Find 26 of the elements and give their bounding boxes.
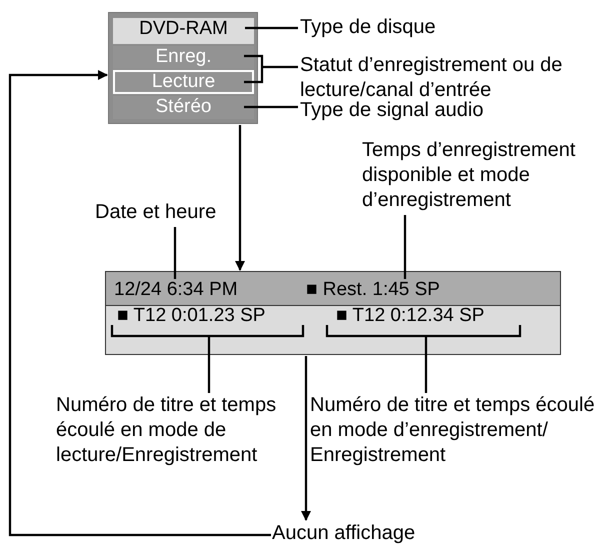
callout-label: Date et heure	[95, 200, 265, 225]
display-row: Stéréo	[113, 96, 254, 119]
display-row: Enreg.	[113, 46, 254, 69]
bracket-leader-line	[326, 324, 522, 394]
bracket-leader-line	[242, 54, 300, 84]
arrow	[8, 70, 271, 536]
arrow	[235, 125, 245, 271]
arrow	[301, 356, 311, 521]
display-text: ■ Rest. 1:45 SP	[306, 280, 506, 300]
display-panel	[105, 271, 561, 355]
display-text: ■ T12 0:01.23 SP	[117, 306, 307, 326]
callout-label: Aucun affichage	[272, 521, 442, 546]
callout-label: Type de disque	[300, 15, 520, 40]
callout-label: Temps d’enregistrement disponible et mode d’enregistrement	[362, 138, 598, 213]
callout-label: Numéro de titre et temps écoulé en mode d’enregistrement/ Enregistrement	[310, 393, 600, 468]
bracket-leader-line	[110, 324, 304, 394]
leader-line	[244, 106, 298, 108]
selected-display-row: Lecture	[113, 70, 254, 94]
leader-line	[174, 227, 176, 279]
display-text: 12/24 6:34 PM	[114, 280, 284, 300]
display-text: ■ T12 0:12.34 SP	[336, 306, 526, 326]
leader-line	[245, 26, 298, 30]
callout-label: Numéro de titre et temps écoulé en mode de lecture/Enregistrement	[56, 393, 302, 468]
display-row: DVD-RAM	[113, 18, 254, 44]
display-panel	[108, 12, 258, 124]
leader-line	[404, 215, 406, 279]
